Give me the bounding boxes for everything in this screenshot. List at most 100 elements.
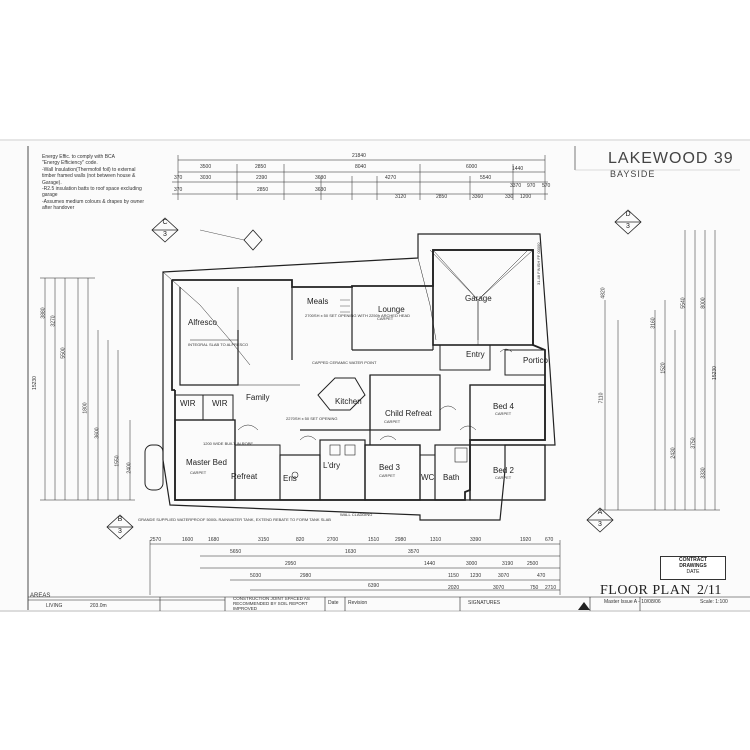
dim-bottom-2: 3190: [502, 561, 514, 567]
dim-bottom-end: 2710: [545, 585, 557, 591]
signatures-column-header: SIGNATURES: [468, 600, 501, 606]
drawing-sheet: [0, 141, 750, 611]
dim-right: 2430: [670, 447, 677, 459]
family-opening-note: 2270SH x 50 SET OPENING: [286, 416, 338, 421]
dim-top-2: 3030: [200, 175, 212, 181]
dim-left: 2400: [126, 462, 133, 474]
dim-bottom: 1510: [368, 537, 380, 543]
room-wir-2: WIR: [212, 399, 228, 408]
dim-bottom-end: 750: [530, 585, 539, 591]
master-carpet: CARPET: [190, 470, 207, 475]
contract-drawings-stamp: CONTRACT DRAWINGS DATE: [660, 556, 726, 580]
dim-right: 4820: [600, 287, 607, 299]
section-c-letter: C: [162, 219, 168, 226]
dim-bottom-total: 6390: [368, 583, 380, 589]
area-living-label: LIVING: [46, 603, 63, 609]
room-bed2: Bed 2: [493, 466, 514, 475]
dim-bottom-3: 3070: [498, 573, 510, 579]
room-alfresco: Alfresco: [188, 318, 217, 327]
dim-top-3: 3360: [472, 194, 484, 200]
room-lounge: Lounge: [378, 305, 405, 314]
note-line: "Energy Efficiency" code.: [42, 160, 98, 167]
areas-label: AREAS: [30, 593, 51, 599]
dim-left: 3600: [94, 427, 101, 439]
section-a-sheet: 3: [598, 521, 602, 528]
section-b-letter: B: [117, 516, 123, 523]
revision-column-header: Revision: [348, 600, 368, 606]
dim-top: 8040: [355, 164, 367, 170]
dim-right: 3330: [700, 467, 707, 479]
dim-bottom: 3150: [258, 537, 270, 543]
alfresco-note: INTEGRAL SLAB TO ALFRESCO: [188, 342, 249, 347]
dim-bottom-2: 2950: [285, 561, 297, 567]
dim-right: 8000: [700, 297, 707, 309]
dim-right: 1520: [660, 362, 667, 374]
dim-top-3: 3120: [395, 194, 407, 200]
room-child-retreat: Child Refreat: [385, 409, 432, 418]
retreat-carpet: CARPET: [384, 419, 401, 424]
dim-bottom: 2570: [150, 537, 162, 543]
dim-top: 6000: [466, 164, 478, 170]
room-family: Family: [246, 393, 270, 402]
dim-bottom: 2980: [395, 537, 407, 543]
dim-bottom: 670: [545, 537, 554, 543]
note-line: Garage).: [42, 179, 62, 186]
project-range: BAYSIDE: [610, 169, 656, 179]
date-column-header: Date: [328, 600, 339, 606]
master-robe-note: 1200 WIDE BUILT IN ROBE: [203, 441, 254, 446]
dim-left: 3270: [50, 315, 57, 327]
dim-top-3: 3630: [315, 187, 327, 193]
dim-bottom: 820: [296, 537, 305, 543]
dim-top-2: 2390: [256, 175, 268, 181]
dim-bottom-3: 2980: [300, 573, 312, 579]
dim-bottom: 1600: [182, 537, 194, 543]
room-laundry: L'dry: [323, 461, 341, 470]
dim-top-2: 970: [527, 183, 536, 189]
sheet-number: 2/11: [697, 583, 722, 598]
meals-opening-note: 2700SH x 50 SET OPENING WITH 2250h ARCHE…: [305, 313, 411, 318]
dim-bottom-end: 3070: [493, 585, 505, 591]
lounge-carpet: CARPET: [377, 316, 394, 321]
dim-left: 3880: [40, 307, 47, 319]
note-line: timber framed walls (not between house &: [42, 173, 136, 180]
dim-overall-top: 21840: [352, 153, 366, 159]
dim-right: 7110: [598, 392, 605, 404]
section-d-sheet: 3: [626, 223, 630, 230]
room-bed3: Bed 3: [379, 463, 400, 472]
room-kitchen: Kitchen: [335, 397, 362, 406]
dim-top: 2850: [255, 164, 267, 170]
section-d-letter: D: [625, 211, 631, 218]
dim-top-2: 570: [542, 183, 551, 189]
master-issue: Master Issue A - 10/08/06: [604, 599, 661, 605]
room-wc: WC: [421, 473, 435, 482]
room-meals: Meals: [307, 297, 329, 306]
wall-cladding-note: WALL CLADDING: [340, 512, 373, 517]
stamp-line: DATE: [686, 569, 700, 575]
dim-bottom: 3390: [470, 537, 482, 543]
dim-bottom-2: 5650: [230, 549, 242, 555]
room-bath: Bath: [443, 473, 460, 482]
dim-left: 5500: [60, 347, 67, 359]
room-ens: Ens: [283, 474, 297, 483]
sheet-top-edge: [0, 139, 750, 142]
energy-efficiency-notes: Energy Effic. to comply with BCA "Energy…: [42, 154, 170, 212]
dim-bottom: 1680: [208, 537, 220, 543]
note-line: -R2.5 insulation batts to roof space exc…: [42, 186, 142, 193]
dim-bottom-2: 1630: [345, 549, 357, 555]
bed4-carpet: CARPET: [495, 411, 512, 416]
room-wir-1: WIR: [180, 399, 196, 408]
room-bed4: Bed 4: [493, 402, 514, 411]
dim-top-3: 2850: [257, 187, 269, 193]
stamp-line: CONTRACT: [678, 557, 708, 563]
dim-bottom: 1920: [520, 537, 532, 543]
room-garage: Garage: [465, 294, 492, 303]
dim-top-2: 4270: [385, 175, 397, 181]
room-master-bed: Master Bed: [186, 458, 227, 467]
dim-bottom: 1310: [430, 537, 442, 543]
dim-top-3: 330: [505, 194, 514, 200]
dim-bottom-2: 3000: [466, 561, 478, 567]
area-living-value: 203.0m: [90, 603, 107, 609]
dim-left: 1800: [82, 402, 89, 414]
dim-bottom-2: 1440: [424, 561, 436, 567]
dim-right: 5540: [680, 297, 687, 309]
